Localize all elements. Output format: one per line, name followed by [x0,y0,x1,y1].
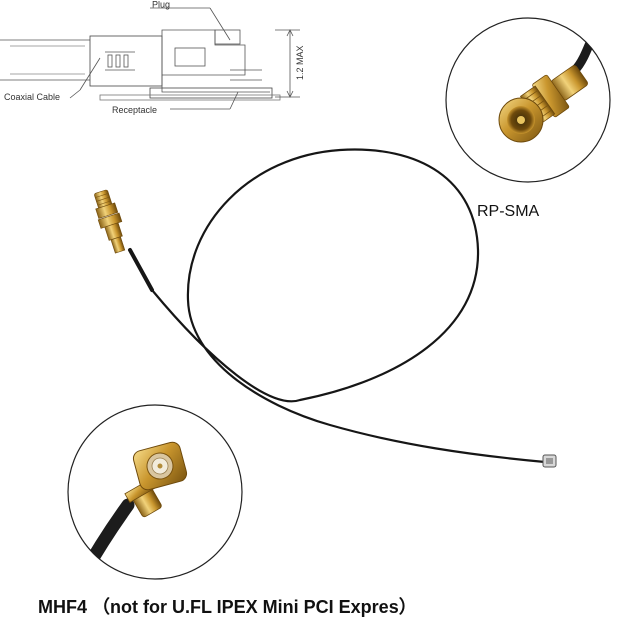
mhf4-zoom-image [68,441,188,579]
rp-sma-connector-small [94,189,126,254]
coaxial-cable [128,148,547,464]
diagram-label-receptacle: Receptacle [112,105,157,115]
mhf4-connector-small [542,454,557,468]
rp-sma-label: RP-SMA [477,203,540,220]
diagram-label-height: 1.2 MAX [295,45,305,80]
diagram-label-coaxial-cable: Coaxial Cable [4,92,60,102]
diagram-label-plug: Plug [152,0,170,9]
connector-diagram [0,7,300,110]
mhf4-label: MHF4 （not for U.FL IPEX Mini PCI Expres） [38,597,417,617]
